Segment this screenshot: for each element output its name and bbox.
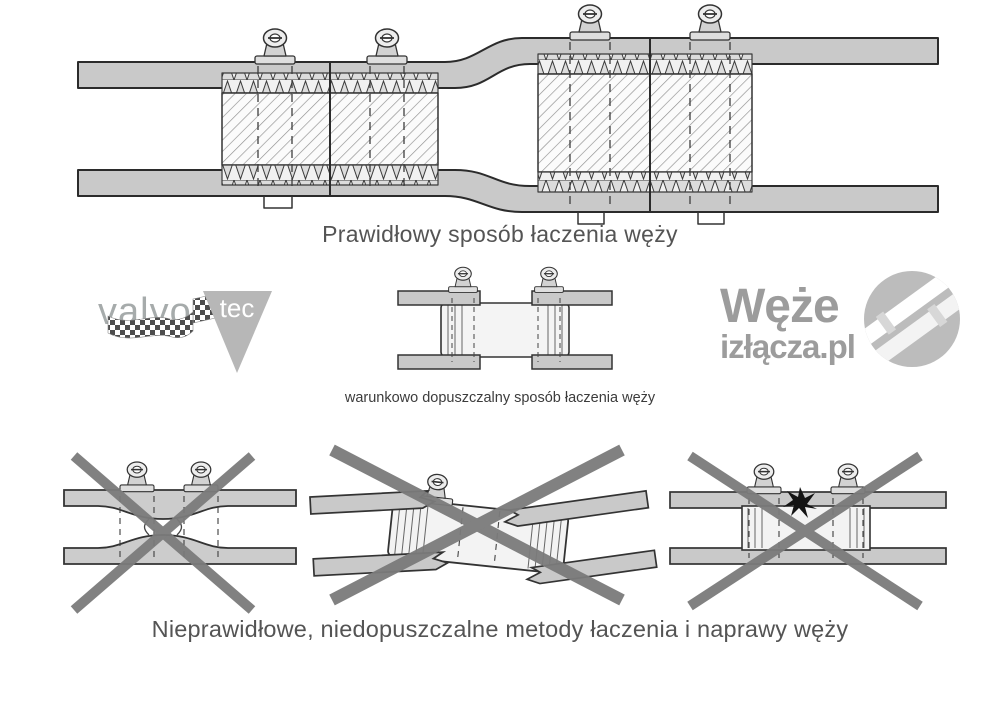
right-fitting	[537, 53, 753, 193]
hose-bottom-wall	[77, 169, 939, 213]
mini-fitting-ridges	[447, 305, 563, 355]
weze-logo-circle-icon	[864, 271, 960, 367]
hose-clamp	[254, 28, 296, 65]
hose-clamp	[533, 266, 565, 294]
clamp-band-brackets	[263, 196, 725, 225]
hose-clamp	[119, 461, 155, 493]
mini-hose-left-bottom	[397, 354, 481, 370]
cross-line	[329, 444, 625, 606]
weze-logo-line2: izłącza.pl	[720, 328, 855, 365]
hose-clamp	[569, 4, 611, 41]
incorrect-damaged-diagram	[669, 451, 947, 611]
caption-incorrect-methods: Nieprawidłowe, niedopuszczalne metody ła…	[151, 616, 849, 642]
hose-clamp	[746, 463, 782, 495]
prohibition-cross	[687, 451, 923, 611]
weze-izlacza-logo: Węże izłącza.pl	[720, 271, 960, 367]
tilted-fitting-ridges	[394, 500, 562, 572]
prohibition-cross	[329, 444, 625, 606]
mini-fitting	[440, 302, 570, 358]
cross-line	[70, 452, 256, 614]
valvotec-triangle-label: tec	[220, 293, 255, 323]
mini-dashed-guides	[451, 298, 561, 362]
right-fitting-bottom-barbs	[537, 171, 753, 193]
clamp-dashed-guides	[257, 42, 731, 208]
conditional-connection-diagram	[397, 266, 613, 370]
crack-icon	[783, 487, 817, 518]
caption-correct-method: Prawidłowy sposób łaczenia węży	[322, 221, 678, 247]
hose-top-wall	[77, 37, 939, 89]
logo-coupling-2	[927, 303, 948, 328]
cross-line	[687, 451, 923, 611]
logo-hose-1	[864, 271, 960, 352]
mini-hose-right-bottom	[531, 354, 613, 370]
logo-hose-2	[864, 286, 960, 367]
prohibition-cross	[70, 452, 256, 614]
correct-connection-diagram	[77, 4, 939, 225]
incorrect-no-fitting-diagram	[63, 452, 297, 614]
fitting-ridges	[747, 508, 865, 548]
hose-clamp	[689, 4, 731, 41]
valvotec-triangle	[203, 291, 272, 373]
incorrect-angled-diagram	[309, 444, 658, 606]
mini-hose-left-top	[397, 290, 481, 306]
valvotec-logo: valvo tec	[98, 291, 272, 373]
hose-clamp	[366, 28, 408, 65]
mini-hose-right-top	[531, 290, 613, 306]
checkered-banner	[107, 311, 194, 339]
logo-coupling-1	[875, 311, 897, 335]
weze-logo-line1: Węże	[720, 280, 839, 333]
right-torn-bottom-strip	[524, 549, 658, 585]
caption-conditional-method: warunkowo dopuszczalny sposób łaczenia w…	[344, 390, 656, 406]
hose-clamp	[447, 266, 479, 294]
